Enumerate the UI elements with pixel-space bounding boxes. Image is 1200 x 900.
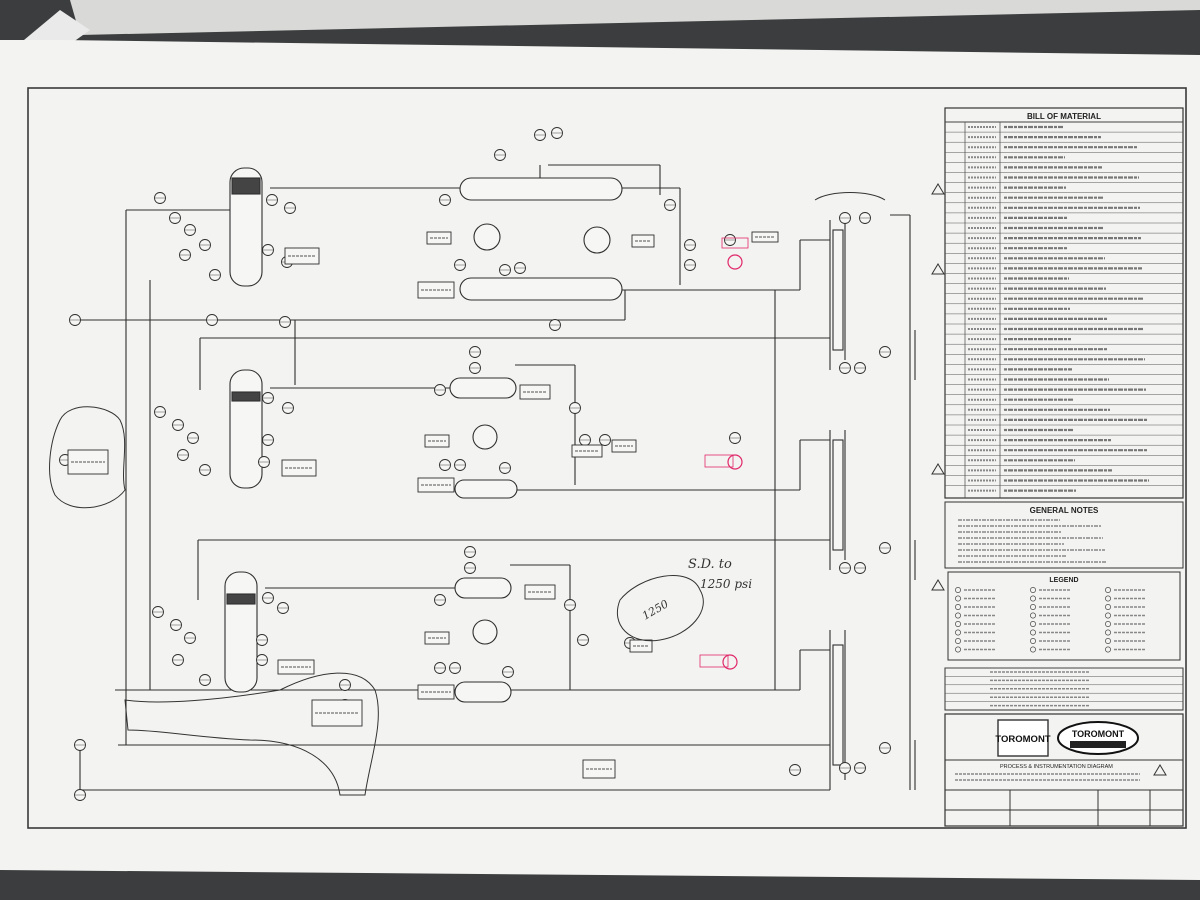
horizontal-vessel-bottom-2 <box>454 681 512 703</box>
company-name-left: TOROMONT <box>995 734 1050 745</box>
general-notes-title: GENERAL NOTES <box>1030 506 1099 515</box>
cloud-outline-bottom <box>124 672 379 796</box>
legend-items <box>955 587 1146 653</box>
paper-stack-edge <box>70 0 1200 35</box>
meter-column-1 <box>832 229 844 351</box>
general-notes-lines <box>958 519 1107 563</box>
cloud-outline-left <box>49 406 126 509</box>
instrument-bubbles <box>59 127 891 801</box>
horizontal-vessel-bottom-1 <box>454 577 512 599</box>
bom-rows <box>945 121 1183 492</box>
bom-title: BILL OF MATERIAL <box>1027 112 1101 121</box>
handwritten-note-sd: S.D. to <box>688 557 732 572</box>
legend-title: LEGEND <box>1049 577 1078 584</box>
revision-triangles <box>931 183 1167 776</box>
drawing-title-line-1: PROCESS & INSTRUMENTATION DIAGRAM <box>1000 764 1113 770</box>
bill-of-material-table: BILL OF MATERIAL <box>944 107 1184 499</box>
tag-boxes <box>67 231 779 779</box>
general-notes-box: GENERAL NOTES <box>944 501 1184 569</box>
title-block: TOROMONT TOROMONT PROCESS & INSTRUMENTAT… <box>944 713 1184 827</box>
horizontal-vessel-mid-1 <box>449 377 517 399</box>
cloud-outline-note <box>616 575 704 642</box>
scrubber-vessel-3 <box>224 571 258 693</box>
meter-column-2 <box>832 439 844 551</box>
horizontal-vessel-top-2 <box>459 277 623 301</box>
scrubber-vessel-1 <box>229 167 263 287</box>
toromont-logo-left <box>997 719 1049 757</box>
handwritten-note-psi: 1250 psi <box>700 577 752 591</box>
drawing-border <box>27 87 1187 829</box>
red-markups <box>699 237 749 670</box>
legend-box: LEGEND <box>947 571 1181 661</box>
meter-column-3 <box>832 644 844 766</box>
horizontal-vessel-mid-2 <box>454 479 518 499</box>
horizontal-vessel-top-1 <box>459 177 623 201</box>
revision-block <box>944 667 1184 711</box>
scrubber-vessel-2 <box>229 369 263 489</box>
company-name-right: TOROMONT <box>1072 729 1125 739</box>
vessels <box>224 167 844 766</box>
